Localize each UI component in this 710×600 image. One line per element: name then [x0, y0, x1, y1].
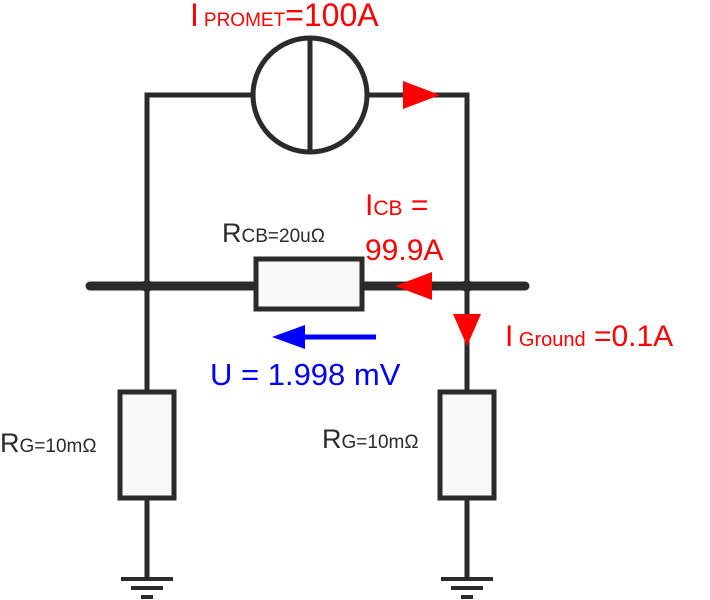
wire-top-left	[144, 92, 253, 286]
ground-icon-right	[441, 577, 493, 599]
resistor-rg-right	[437, 389, 497, 501]
voltage-arrow-icon	[272, 325, 376, 349]
current-source-icon	[250, 35, 370, 155]
rg-right-label: RG=10mΩ	[322, 424, 419, 454]
voltage-label: U = 1.998 mV	[210, 357, 401, 392]
ground-icon-left	[121, 577, 173, 599]
wire-top-right	[367, 92, 470, 286]
icb-label: ICB =	[365, 189, 428, 222]
arrow-source-current-icon	[403, 81, 440, 109]
cb-resistor-label: RCB=20uΩ	[222, 218, 325, 248]
rg-left-label: RG=10mΩ	[0, 428, 97, 458]
arrow-ground-current-icon	[453, 314, 481, 346]
arrow-icb-icon	[395, 272, 432, 300]
resistor-cb	[253, 256, 365, 312]
resistor-rg-left	[117, 389, 177, 501]
junction-dot-right	[461, 280, 473, 292]
junction-dot-left	[141, 280, 153, 292]
icb-value-label: 99.9A	[365, 234, 443, 267]
ground-current-label: I Ground =0.1A	[505, 320, 673, 353]
